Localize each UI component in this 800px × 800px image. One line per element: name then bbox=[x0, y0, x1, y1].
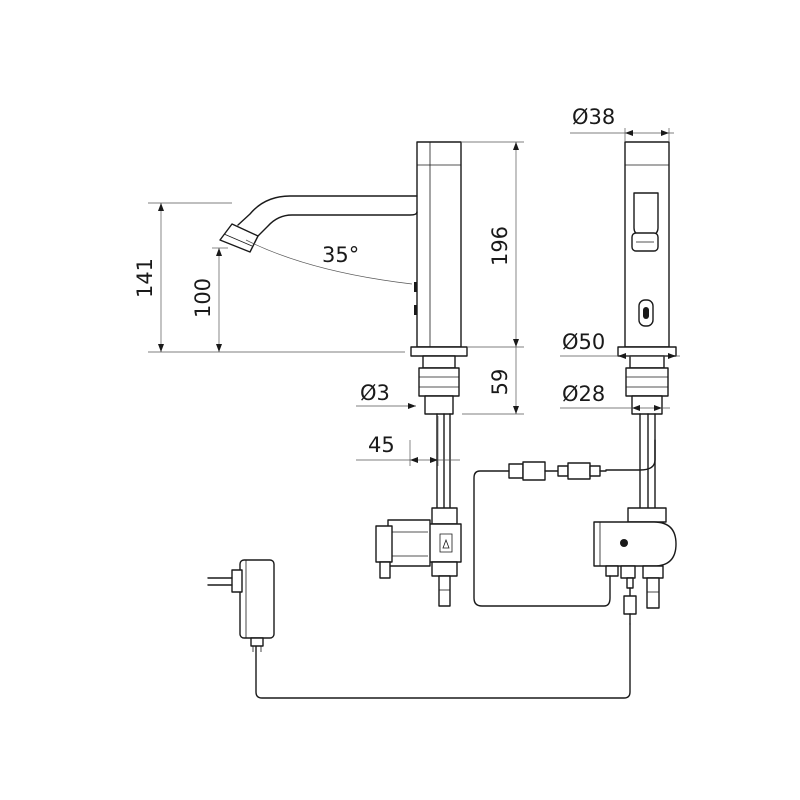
label-spout-height: 100 bbox=[191, 278, 215, 318]
label-base-diameter: Ø50 bbox=[562, 330, 605, 354]
base-ring-front bbox=[617, 346, 677, 357]
dimension-labels: 141 100 35° 196 59 Ø3 45 Ø38 Ø50 Ø28 bbox=[133, 105, 615, 457]
faucet-body-side bbox=[416, 141, 462, 348]
label-shank-diameter: Ø28 bbox=[562, 382, 605, 406]
faucet-spout bbox=[237, 195, 418, 226]
dimension-lines bbox=[148, 128, 680, 466]
lock-nut-front bbox=[625, 367, 669, 397]
label-top-diameter: Ø38 bbox=[572, 105, 615, 129]
base-ring-side bbox=[410, 346, 468, 357]
control-box bbox=[593, 507, 677, 609]
power-adapter bbox=[207, 559, 275, 652]
label-total-height: 141 bbox=[133, 258, 157, 298]
faucet-front-view bbox=[605, 141, 677, 517]
lock-nut-side bbox=[418, 367, 460, 397]
label-offset: 45 bbox=[368, 433, 395, 457]
faucet-side-view bbox=[219, 141, 468, 607]
label-hose-diameter: Ø3 bbox=[360, 381, 390, 405]
label-body-height: 196 bbox=[488, 226, 512, 266]
label-angle: 35° bbox=[322, 243, 359, 267]
label-shank-length: 59 bbox=[488, 369, 512, 396]
cable-connectors bbox=[255, 461, 637, 699]
